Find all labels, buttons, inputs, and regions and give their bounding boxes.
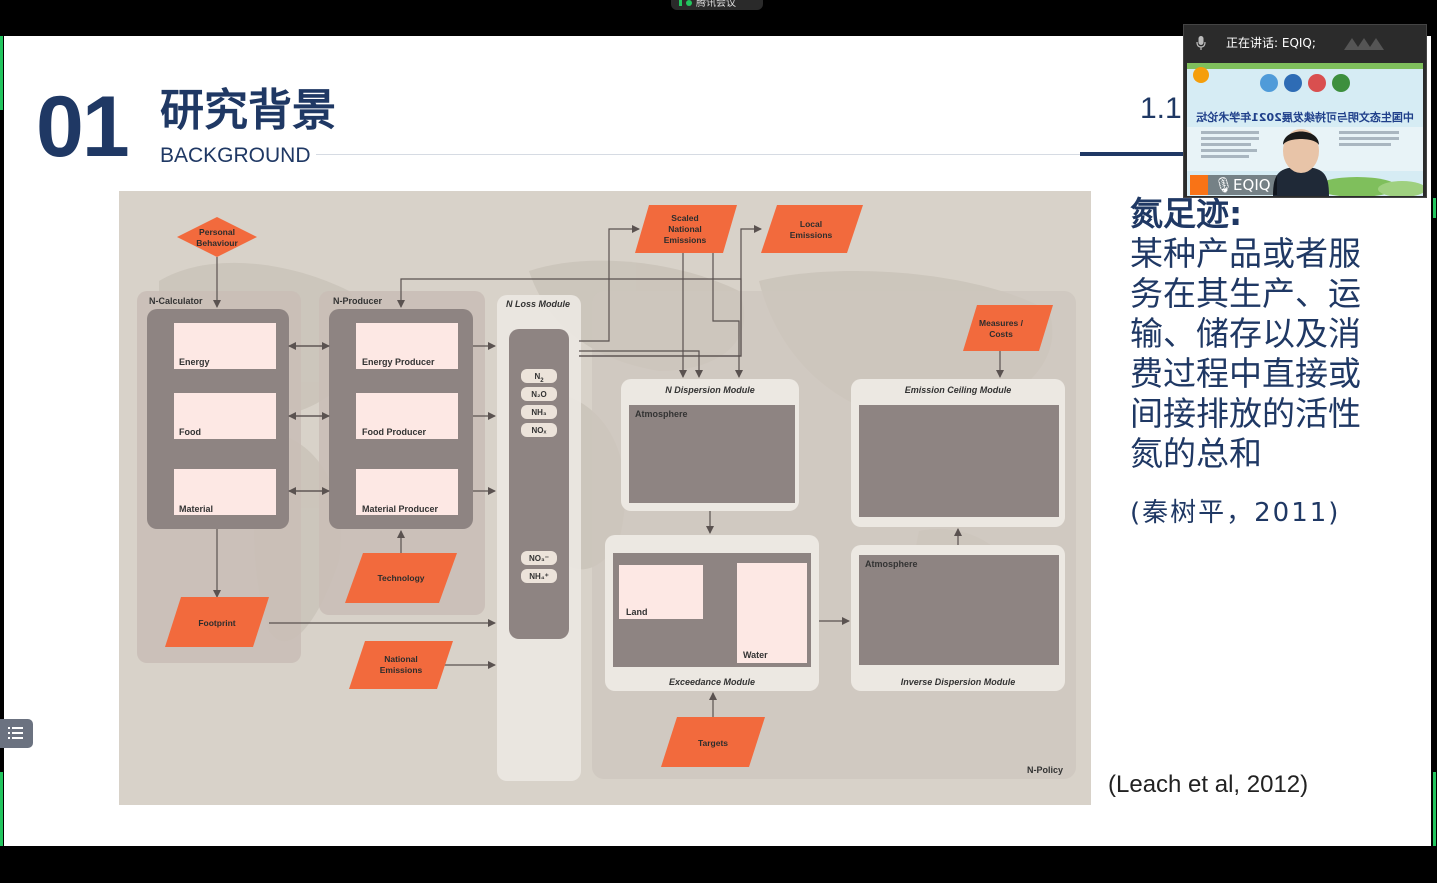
n-dispersion-label: N Dispersion Module: [665, 385, 755, 395]
left-green-edge: [0, 36, 3, 110]
presentation-slide: 01 研究背景 BACKGROUND 1.1 N-Calculator: [4, 36, 1431, 846]
speaker-video-panel[interactable]: 正在讲话: EQIQ; 中国生态文明与可持续发展2021年学术: [1183, 24, 1427, 198]
meeting-status-pill[interactable]: 腾讯会议: [671, 0, 763, 10]
species-nh4: NH₄⁺: [529, 572, 549, 581]
n-producer-module: N-Producer Energy Producer Food Producer…: [319, 291, 485, 615]
species-n2: N2: [534, 372, 544, 384]
producer-item-material: Material Producer: [362, 504, 439, 514]
network-signal-icon: [679, 0, 682, 6]
definition-term: 氮足迹:: [1130, 194, 1243, 233]
citation-english: (Leach et al, 2012): [1108, 771, 1309, 798]
section-title: 研究背景: [160, 85, 336, 136]
species-no3: NO₃⁻: [529, 554, 549, 563]
forum-banner-text: 中国生态文明与可持续发展2021年学术论坛: [1196, 111, 1414, 124]
n-policy-label: N-Policy: [1027, 765, 1063, 775]
n-footprint-definition: 氮足迹: 某种产品或者服务在其生产、运输、储存以及消费过程中直接或间接排放的活性…: [1130, 194, 1392, 474]
section-subtitle: BACKGROUND: [160, 144, 311, 167]
connector-arrows: [213, 225, 1004, 717]
n-policy-module: N-Policy N Dispersion Module Atmosphere …: [592, 291, 1076, 779]
tencent-meeting-logo-icon: [1344, 38, 1384, 50]
dispersion-atmosphere-label: Atmosphere: [635, 409, 688, 419]
n-loss-label: N Loss Module: [506, 299, 570, 309]
species-nox: NOₓ: [532, 426, 547, 435]
n-loss-module: N Loss Module N2 N₂O NH₃ NOₓ NO₃⁻ NH₄⁺: [497, 295, 581, 781]
left-green-edge-bottom: [0, 772, 3, 846]
technology-shape: [345, 553, 457, 603]
emission-ceiling-label: Emission Ceiling Module: [905, 385, 1012, 395]
producer-item-food: Food Producer: [362, 427, 426, 437]
n-footprint-diagram: N-Calculator Energy Food Material N-Prod…: [119, 191, 1091, 805]
speaking-indicator: 正在讲话: EQIQ;: [1226, 36, 1316, 50]
n-calculator-module: N-Calculator Energy Food Material: [137, 291, 301, 663]
exceedance-label: Exceedance Module: [669, 677, 755, 687]
scaled-national-emissions-shape: [635, 205, 737, 253]
land-label: Land: [626, 607, 648, 617]
meeting-bottom-bar: [0, 846, 1437, 883]
local-emissions-shape: [761, 205, 863, 253]
footprint-label: Footprint: [198, 618, 235, 628]
species-nh3: NH₃: [531, 408, 547, 417]
inverse-dispersion-label: Inverse Dispersion Module: [901, 677, 1016, 687]
targets-shape: [661, 717, 765, 767]
header-divider: [316, 154, 1196, 155]
speaker-name-tag: 🎙EQIQ: [1190, 175, 1277, 195]
measures-costs-label: Measures /Costs: [979, 318, 1024, 339]
inverse-atmosphere-label: Atmosphere: [865, 559, 918, 569]
measures-costs-shape: [963, 305, 1053, 351]
subsection-number: 1.1: [1140, 92, 1182, 125]
personal-behaviour-shape: [177, 217, 257, 257]
speaker-name: EQIQ: [1233, 176, 1271, 194]
speaker-header: 正在讲话: EQIQ;: [1184, 25, 1426, 62]
user-icon: [1190, 175, 1208, 195]
species-n2o: N₂O: [531, 390, 547, 399]
producer-item-energy: Energy Producer: [362, 357, 435, 367]
n-calculator-label: N-Calculator: [149, 296, 203, 306]
diagram-svg: N-Calculator Energy Food Material N-Prod…: [119, 191, 1091, 805]
section-number: 01: [36, 79, 130, 175]
list-icon: [8, 727, 23, 739]
meeting-top-bar: 腾讯会议: [0, 0, 1437, 36]
mic-on-icon: 🎙: [1214, 176, 1234, 194]
toc-list-button[interactable]: [0, 719, 33, 748]
definition-text: 某种产品或者服务在其生产、运输、储存以及消费过程中直接或间接排放的活性氮的总和: [1130, 234, 1361, 473]
microphone-icon: [1196, 36, 1206, 50]
diagram-inputs: [165, 205, 1053, 767]
national-emissions-shape: [349, 641, 453, 689]
calc-item-energy: Energy: [179, 357, 210, 367]
right-green-edge: [1433, 198, 1436, 218]
targets-label: Targets: [698, 738, 728, 748]
calc-item-food: Food: [179, 427, 201, 437]
citation-chinese: (秦树平，2011): [1130, 498, 1341, 528]
video-frame-graphic: [1187, 63, 1423, 196]
meeting-dot-icon: [686, 0, 692, 6]
header-accent-rule: [1080, 152, 1200, 156]
calc-item-material: Material: [179, 504, 213, 514]
n-producer-label: N-Producer: [333, 296, 383, 306]
speaker-video: 中国生态文明与可持续发展2021年学术论坛 🎙EQIQ: [1187, 63, 1423, 196]
meeting-app-name: 腾讯会议: [696, 0, 736, 9]
footprint-shape: [165, 597, 269, 647]
water-label: Water: [743, 650, 768, 660]
technology-label: Technology: [377, 573, 424, 583]
right-green-edge-bottom: [1433, 772, 1436, 846]
